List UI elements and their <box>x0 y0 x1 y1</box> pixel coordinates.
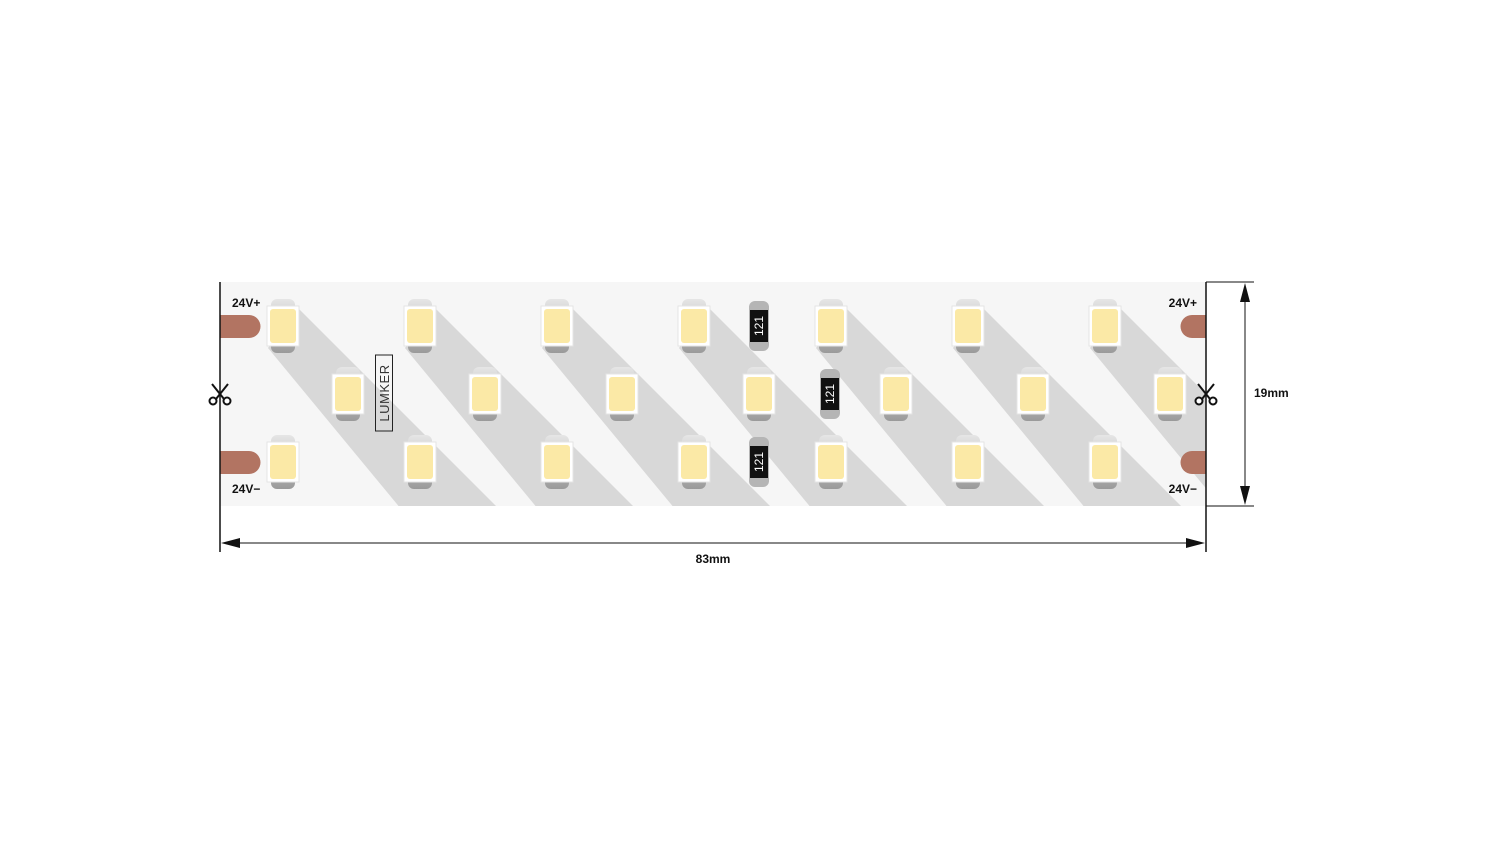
pad-right-bottom <box>1180 451 1206 474</box>
label-left-minus: 24V− <box>232 482 260 496</box>
led-chip <box>403 435 437 489</box>
lumker-logo: LUMKER <box>375 354 393 432</box>
led-chip <box>879 367 913 421</box>
led-chip <box>1088 435 1122 489</box>
resistor-marking: 121 <box>752 316 766 336</box>
led-chip <box>677 435 711 489</box>
resistor-marking: 121 <box>752 452 766 472</box>
resistor-marking: 121 <box>823 384 837 404</box>
scissors-icon <box>1194 383 1218 406</box>
label-right-plus: 24V+ <box>1169 296 1197 310</box>
width-dimension <box>1206 281 1254 507</box>
width-label: 19mm <box>1254 386 1289 400</box>
led-chip <box>742 367 776 421</box>
label-right-minus: 24V− <box>1169 482 1197 496</box>
led-chip <box>331 367 365 421</box>
shadow-band <box>1090 308 1206 489</box>
pad-right-top <box>1180 315 1206 338</box>
led-chip <box>540 299 574 353</box>
led-chip <box>814 299 848 353</box>
resistor: 121 <box>749 301 769 351</box>
led-chip <box>266 299 300 353</box>
scissors-icon <box>208 383 232 406</box>
led-chip <box>468 367 502 421</box>
length-dimension <box>221 538 1205 548</box>
led-chip <box>403 299 437 353</box>
resistor: 121 <box>820 369 840 419</box>
label-left-plus: 24V+ <box>232 296 260 310</box>
logo-text: LUMKER <box>377 364 392 421</box>
led-chip <box>814 435 848 489</box>
components: 121 121 121 <box>266 299 1187 489</box>
led-chip <box>266 435 300 489</box>
resistor: 121 <box>749 437 769 487</box>
led-chip <box>1088 299 1122 353</box>
length-label: 83mm <box>696 552 731 566</box>
led-chip <box>1153 367 1187 421</box>
pad-left-bottom <box>220 451 261 474</box>
pad-left-top <box>220 315 261 338</box>
led-chip <box>540 435 574 489</box>
led-chip <box>1016 367 1050 421</box>
led-chip <box>605 367 639 421</box>
led-chip <box>951 299 985 353</box>
shadow-band <box>1155 376 1206 478</box>
led-chip <box>951 435 985 489</box>
led-chip <box>677 299 711 353</box>
